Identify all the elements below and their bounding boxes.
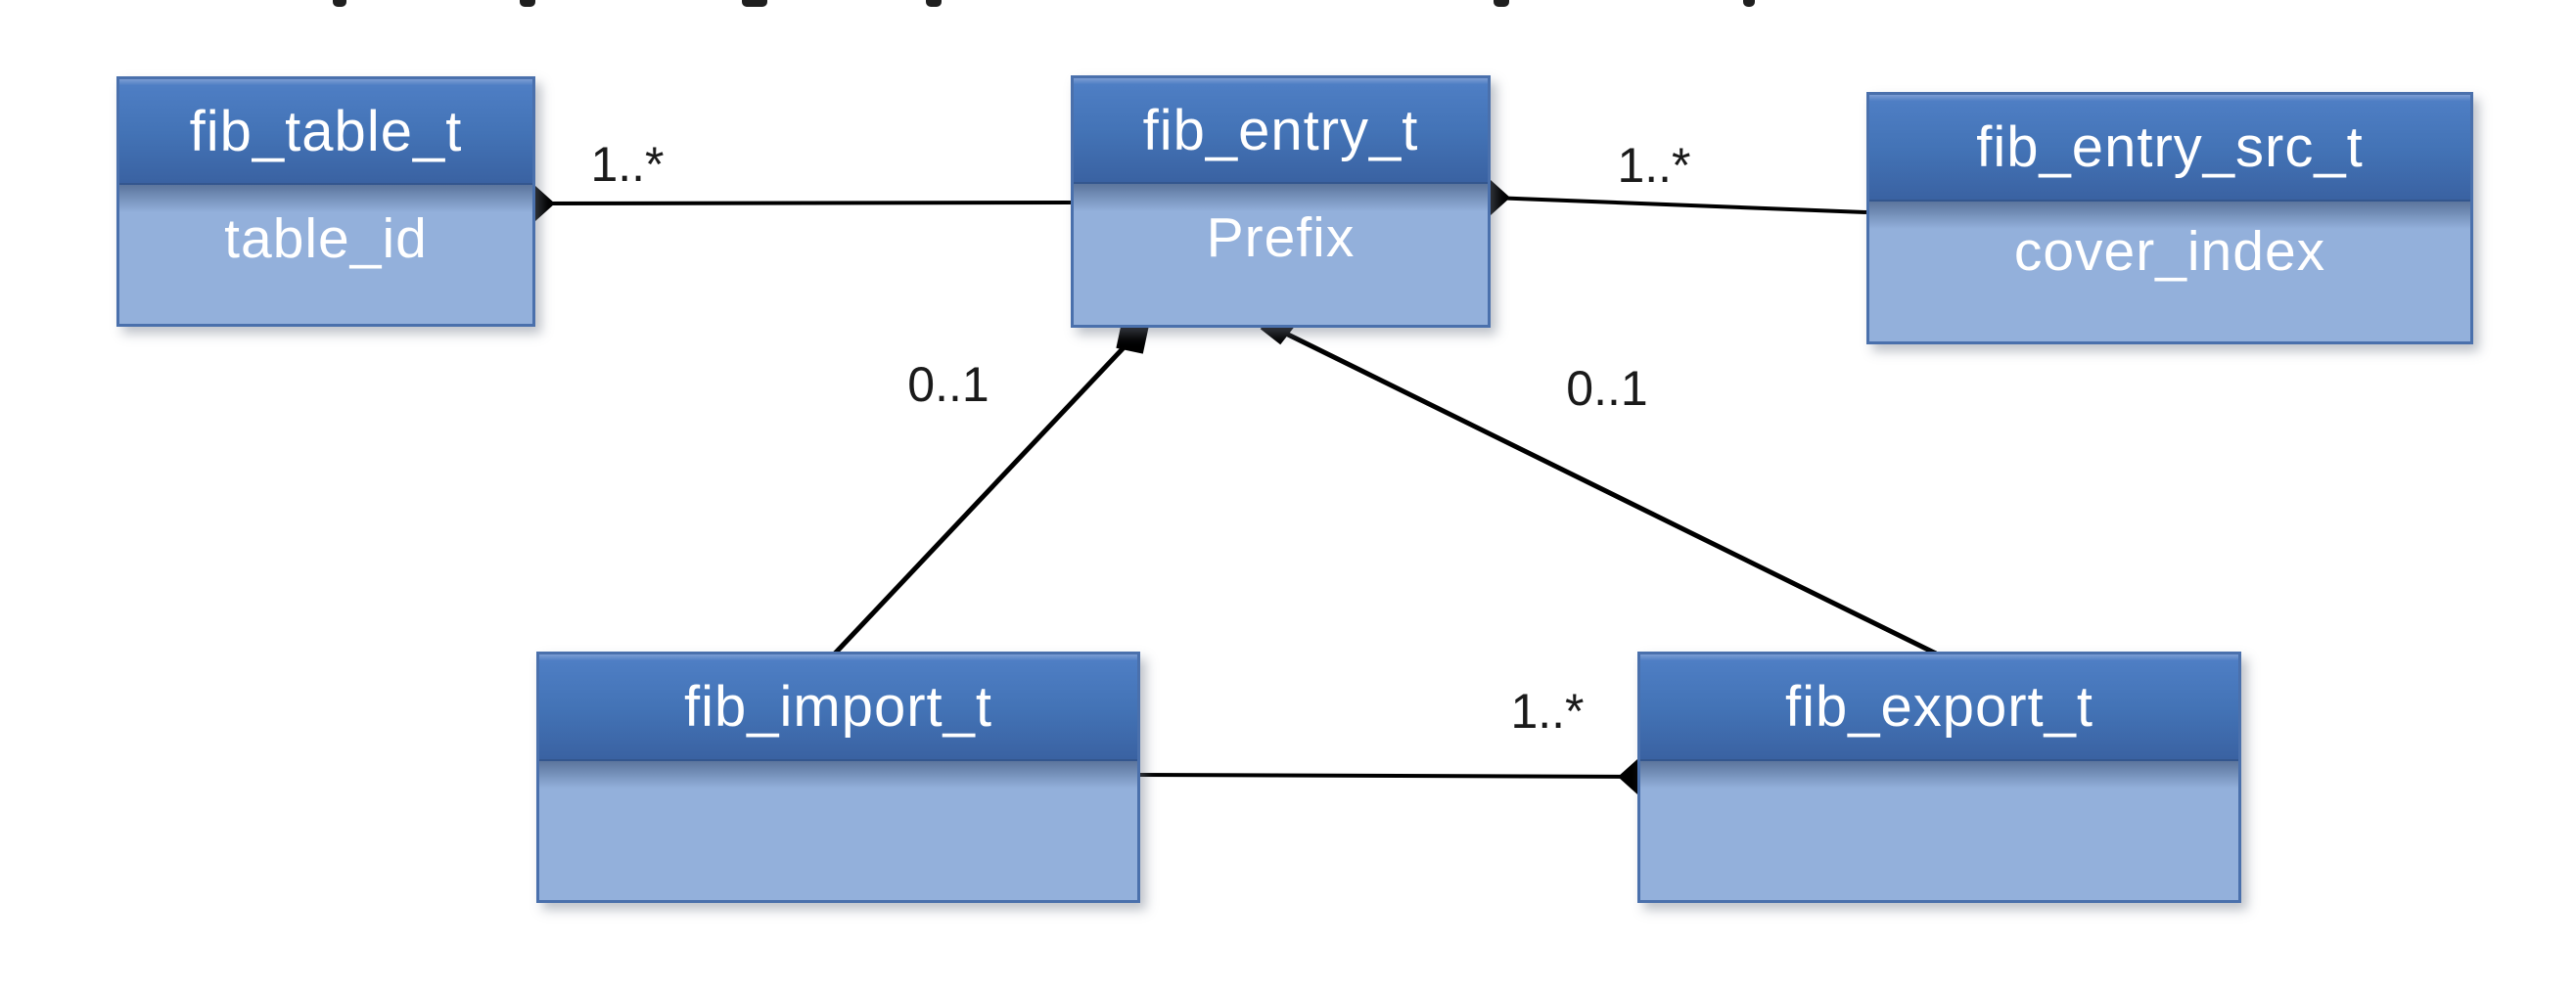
association-line — [833, 338, 1132, 655]
cropped-text-fragment — [742, 0, 767, 7]
class-header: fib_table_t — [119, 79, 532, 185]
cropped-text-fragment — [1743, 0, 1755, 7]
class-attributes — [539, 761, 1137, 900]
association-line — [1278, 328, 1938, 656]
cropped-text-fragment — [1494, 0, 1509, 7]
class-header: fib_entry_t — [1074, 78, 1488, 184]
class-name: fib_entry_src_t — [1976, 115, 2364, 179]
attribute-label: cover_index — [2013, 220, 2326, 283]
cropped-text-fragment — [333, 0, 346, 7]
multiplicity-label: 1..* — [1510, 684, 1585, 739]
multiplicity-label: 1..* — [590, 137, 665, 192]
cropped-text-fragment — [926, 0, 942, 7]
multiplicity-label: 0..1 — [907, 357, 989, 412]
class-attributes: Prefix — [1074, 184, 1488, 325]
class-header: fib_export_t — [1640, 654, 2238, 761]
multiplicity-label: 1..* — [1617, 138, 1691, 193]
attribute-label: table_id — [224, 207, 428, 270]
attribute-label: Prefix — [1206, 206, 1356, 269]
class-name: fib_entry_t — [1142, 98, 1419, 162]
multiplicity-label: 0..1 — [1566, 361, 1648, 416]
class-header: fib_entry_src_t — [1869, 95, 2470, 202]
class-box-fib-import-t: fib_import_t — [536, 652, 1140, 903]
association-line — [1139, 773, 1636, 779]
cropped-text-fragment — [520, 0, 535, 7]
class-box-fib-export-t: fib_export_t — [1637, 652, 2241, 903]
class-header: fib_import_t — [539, 654, 1137, 761]
association-line — [1490, 196, 1867, 214]
composition-diamond-icon — [1116, 321, 1149, 354]
class-box-fib-entry-src-t: fib_entry_src_t cover_index — [1866, 92, 2473, 344]
class-box-fib-entry-t: fib_entry_t Prefix — [1071, 75, 1491, 328]
class-attributes: table_id — [119, 185, 532, 324]
class-attributes: cover_index — [1869, 202, 2470, 341]
class-box-fib-table-t: fib_table_t table_id — [116, 76, 535, 327]
class-attributes — [1640, 761, 2238, 900]
class-name: fib_export_t — [1784, 675, 2094, 739]
class-name: fib_table_t — [189, 99, 463, 163]
class-name: fib_import_t — [683, 675, 993, 739]
